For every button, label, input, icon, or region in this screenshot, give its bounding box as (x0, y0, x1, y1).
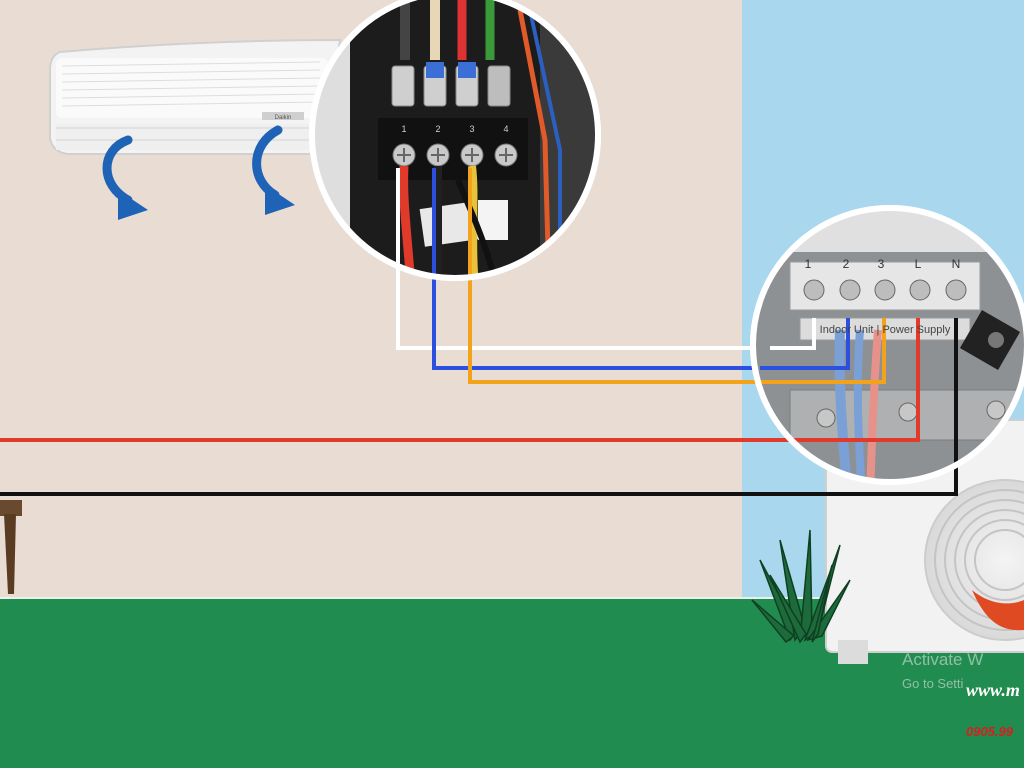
brand-badge (262, 112, 304, 120)
indoor-terminal-label: 4 (503, 124, 508, 134)
outdoor-terminal-label: 1 (805, 257, 812, 271)
outdoor-terminal-label: 2 (843, 257, 850, 271)
indoor-terminal-label: 2 (435, 124, 440, 134)
airflow-arrow-head-icon (265, 185, 295, 215)
outdoor-airflow-arrow-icon (972, 590, 1024, 631)
indoor-terminal-label: 1 (401, 124, 406, 134)
outdoor-panel-label: Indoor Unit | Power Supply (820, 324, 951, 336)
site-url: www.m (966, 680, 1020, 700)
indoor-terminal-label: 3 (469, 124, 474, 134)
phone-number: 0905.99 (966, 724, 1013, 739)
plant (751, 529, 851, 644)
outdoor-terminal-label: L (915, 257, 922, 271)
wooden-stand (0, 500, 22, 594)
outdoor-terminal-closeup: 1 2 3 L N Indoor Unit | Power Supply (750, 205, 1024, 485)
watermark-line1: Activate W (902, 650, 984, 669)
outdoor-terminal-label: 3 (878, 257, 885, 271)
airflow-arrow-head-icon (118, 190, 148, 220)
watermark-line2: Go to Setti (902, 676, 964, 691)
outdoor-terminal-label: N (952, 257, 961, 271)
brand-label: Daikin (275, 115, 292, 121)
indoor-ac-unit: Daikin (49, 38, 342, 155)
